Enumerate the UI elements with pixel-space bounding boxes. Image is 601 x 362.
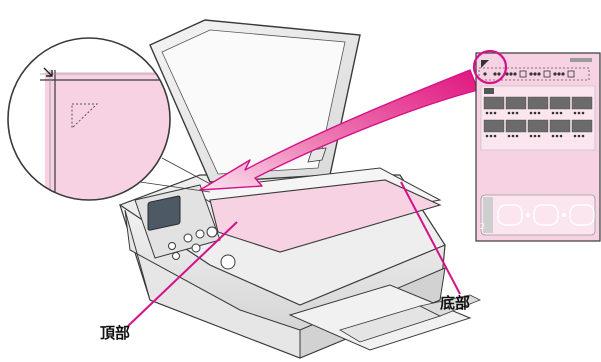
lcd-screen — [147, 195, 181, 231]
option-row — [483, 70, 575, 78]
control-button — [191, 243, 201, 253]
start-button — [220, 254, 236, 270]
index-sheet-panel — [472, 49, 601, 242]
placement-arrow — [199, 69, 479, 191]
index-sheet-on-glass — [209, 179, 442, 253]
thumbnail-dots — [485, 111, 585, 138]
control-button — [168, 242, 176, 250]
scanner-lid — [149, 19, 361, 183]
corner-guide-mark — [71, 103, 99, 130]
callout-line-bottom — [400, 181, 461, 295]
corner-arrow-icon — [43, 67, 53, 77]
control-button — [206, 226, 218, 238]
callout-line-top — [127, 221, 238, 327]
control-button — [183, 233, 193, 243]
index-sheet-page-number: 2 — [480, 222, 486, 231]
control-panel — [134, 184, 236, 270]
photo-thumbnails — [483, 96, 593, 133]
control-button — [172, 252, 180, 260]
highlight-circle — [472, 49, 508, 85]
fill-circle-box — [497, 204, 523, 226]
zoom-detail-circle — [7, 37, 215, 201]
control-button — [195, 229, 205, 239]
label-bottom: 底部 — [440, 294, 471, 312]
label-top: 頂部 — [100, 324, 131, 342]
